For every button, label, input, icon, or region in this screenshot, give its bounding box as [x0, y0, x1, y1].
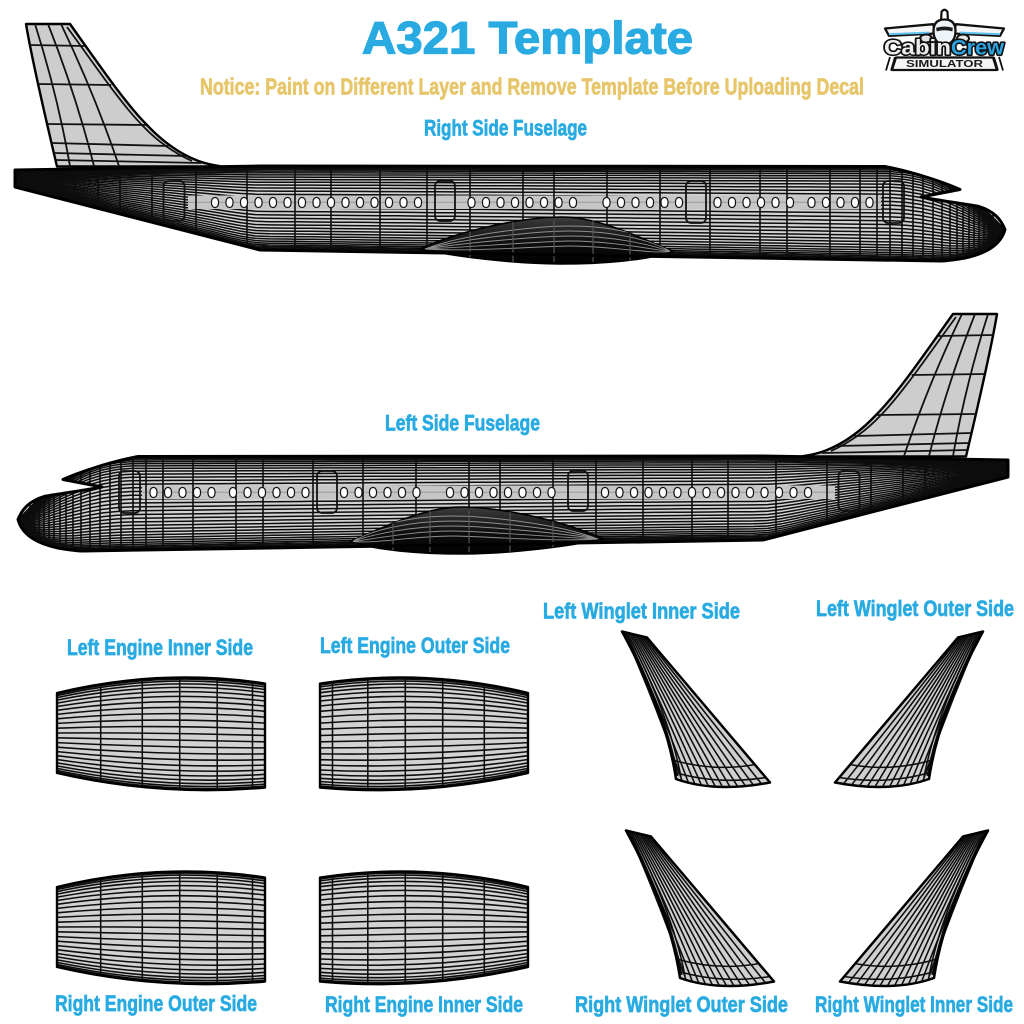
svg-text:A321 Template: A321 Template [362, 13, 693, 64]
svg-text:SIMULATOR: SIMULATOR [906, 58, 984, 70]
svg-text:Right Side Fuselage: Right Side Fuselage [424, 116, 587, 141]
svg-text:Right Engine Inner Side: Right Engine Inner Side [325, 992, 523, 1017]
svg-text:Left Winglet Outer Side: Left Winglet Outer Side [816, 596, 1014, 621]
svg-text:Cabin: Cabin [884, 37, 951, 60]
svg-text:Right Winglet Inner Side: Right Winglet Inner Side [815, 992, 1013, 1017]
svg-text:Right Winglet Outer Side: Right Winglet Outer Side [575, 992, 788, 1017]
svg-text:Right Engine Outer Side: Right Engine Outer Side [55, 991, 257, 1016]
svg-text:Left Engine Inner Side: Left Engine Inner Side [67, 635, 253, 660]
svg-text:Left Winglet Inner Side: Left Winglet Inner Side [543, 599, 740, 624]
svg-text:Left Side Fuselage: Left Side Fuselage [385, 411, 540, 436]
svg-text:Crew: Crew [951, 37, 1005, 60]
svg-text:Notice: Paint on Different Lay: Notice: Paint on Different Layer and Rem… [200, 74, 864, 100]
svg-text:Left Engine Outer Side: Left Engine Outer Side [320, 633, 510, 658]
